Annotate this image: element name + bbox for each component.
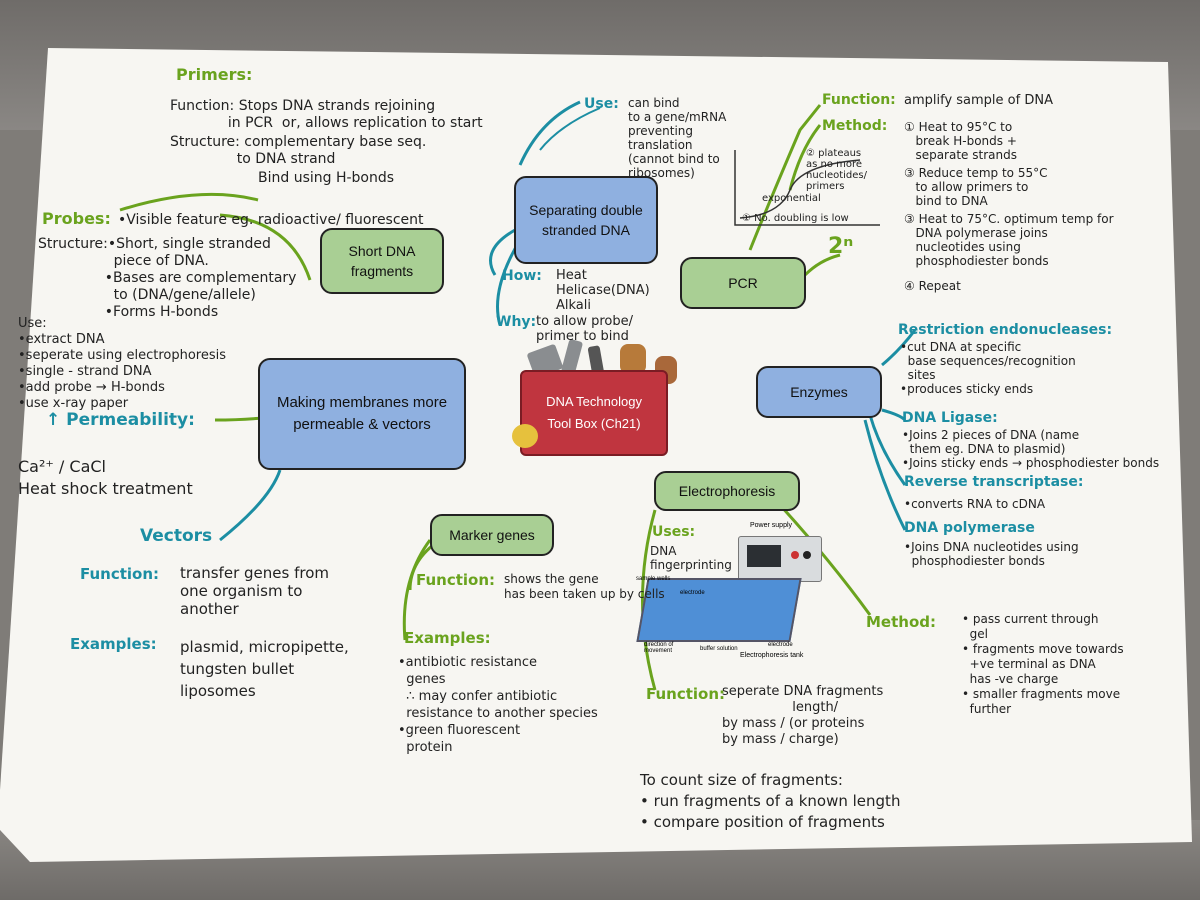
rt-label: Reverse transcriptase: [904,474,1084,490]
enzymes-label: Enzymes [790,384,848,400]
pcr-step-2: ③ Reduce temp to 55°C to allow primers t… [904,166,1048,208]
tape-measure-icon [512,424,538,448]
electrode-caption-2: electrode [768,642,793,648]
electro-function-label: Function: [646,685,726,703]
polymerase-label: DNA polymerase [904,520,1035,536]
restriction-text: •cut DNA at specific base sequences/reco… [900,340,1076,396]
separating-dna-box: Separating double stranded DNA [514,176,658,264]
black-terminal [803,551,811,559]
vectors-examples-text: plasmid, micropipette, tungsten bullet l… [180,638,349,700]
marker-genes-label: Marker genes [449,527,535,543]
vectors-function-text: transfer genes from one organism to anot… [180,564,329,618]
separating-dna-label: Separating double stranded DNA [529,202,643,238]
glove-icon [620,344,646,374]
separating-why-label: Why: [496,314,537,330]
separating-how-text: Heat Helicase(DNA) Alkali [556,268,650,313]
toolbox-title-2: Tool Box (Ch21) [547,416,641,431]
polymerase-text: •Joins DNA nucleotides using phosphodies… [904,540,1079,568]
pcr-step-4: ④ Repeat [904,279,961,293]
count-fragments-text: To count size of fragments: • run fragme… [640,771,901,831]
electro-method-label: Method: [866,613,936,631]
electro-function-text: seperate DNA fragments length/ by mass /… [722,684,884,747]
tank-caption: Electrophoresis tank [740,652,804,659]
separating-how-label: How: [502,268,542,284]
vectors-heading: Vectors [140,526,213,546]
red-terminal [791,551,799,559]
display-screen [747,545,781,567]
restriction-label: Restriction endonucleases: [898,322,1113,338]
probes-structure: Structure:•Short, single stranded piece … [38,236,297,320]
separating-why-text: to allow probe/ primer to bind [536,314,633,344]
marker-function-label: Function: [416,571,496,589]
marker-genes-box: Marker genes [430,514,554,556]
marker-function-text: shows the gene has been taken up by cell… [504,572,665,601]
power-supply [738,536,822,582]
electro-method-text: • pass current through gel • fragments m… [962,612,1124,716]
pcr-step-3: ③ Heat to 75°C. optimum temp for DNA pol… [904,212,1114,268]
pcr-box: PCR [680,257,806,309]
power-supply-caption: Power supply [750,522,793,529]
pcr-label: PCR [728,275,758,291]
direction-caption: direction of movement [644,642,674,654]
separating-use-text: can bind to a gene/mRNA preventing trans… [628,96,727,180]
pcr-graph-low: ① No. doubling is low [742,213,849,224]
electro-uses-label: Uses: [652,524,696,540]
membranes-label: Making membranes more permeable & vector… [276,394,448,433]
ligase-text: •Joins 2 pieces of DNA (name them eg. DN… [902,428,1160,470]
toolbox-title-1: DNA Technology [546,394,642,409]
electrophoresis-apparatus: Power supply sample wells electrode elec… [636,520,830,660]
short-dna-label: Short DNA fragments [348,243,416,279]
marker-examples-label: Examples: [404,629,491,647]
membranes-box: Making membranes more permeable & vector… [258,358,466,470]
electrophoresis-label: Electrophoresis [678,483,776,499]
probes-heading: Probes: [42,209,111,228]
short-dna-box: Short DNA fragments [320,228,444,294]
separating-use-label: Use: [584,96,619,112]
rt-text: •converts RNA to cDNA [904,497,1046,511]
sample-wells-caption: sample wells [636,576,671,582]
pcr-step-1: ① Heat to 95°C to break H-bonds + separa… [904,120,1017,162]
ligase-label: DNA Ligase: [902,410,998,426]
electrode-caption-1: electrode [680,590,705,596]
primers-heading: Primers: [176,65,253,84]
pcr-method-label: Method: [822,118,888,134]
pcr-two-n: 2ⁿ [828,234,854,259]
pcr-function-label: Function: [822,92,896,108]
pcr-graph-plateau: ② plateaus as no more nucleotides/ prime… [806,148,868,192]
toolbox-illustration: DNA Technology Tool Box (Ch21) [512,338,680,460]
vectors-function-label: Function: [80,565,160,583]
toolbox-label: DNA Technology Tool Box (Ch21) [520,370,668,456]
electro-uses-text: DNA fingerprinting [650,544,732,572]
pcr-graph-exponential: exponential [762,193,821,204]
buffer-caption: buffer solution [700,646,738,652]
marker-examples-text: •antibiotic resistance genes ∴ may confe… [398,655,598,755]
primers-bind: Bind using H-bonds [258,170,395,186]
pcr-function-text: amplify sample of DNA [904,93,1053,108]
calcium-notes: Ca²⁺ / CaCl Heat shock treatment [18,457,193,498]
permeability-heading: ↑ Permeability: [46,410,195,430]
primers-function: Function: Stops DNA strands rejoining in… [170,98,483,131]
use-list: Use: •extract DNA •seperate using electr… [18,316,226,411]
probes-visible: •Visible feature eg. radioactive/ fluore… [118,212,424,228]
primers-structure: Structure: complementary base seq. to DN… [170,134,427,167]
vectors-examples-label: Examples: [70,635,157,653]
electrophoresis-box: Electrophoresis [654,471,800,511]
enzymes-box: Enzymes [756,366,882,418]
